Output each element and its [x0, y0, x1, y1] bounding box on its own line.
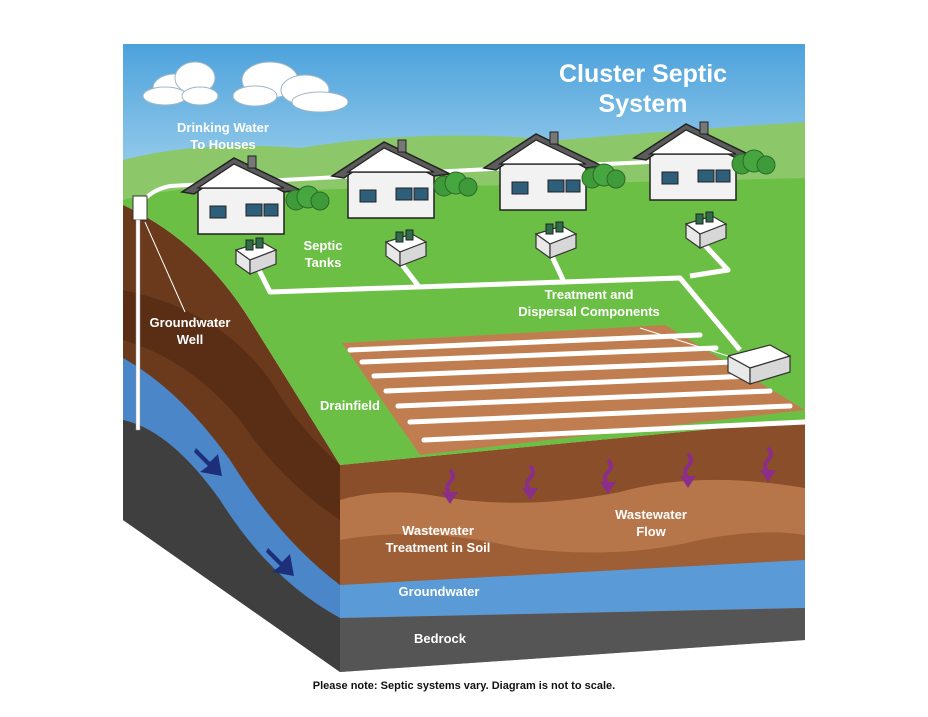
groundwater-label: Groundwater: [399, 584, 480, 599]
sewer-pipes: [252, 238, 742, 352]
footnote: Please note: Septic systems vary. Diagra…: [312, 680, 616, 692]
soil-side-band: [123, 290, 340, 520]
groundwater-well: [132, 195, 148, 431]
cloud-left: [142, 61, 219, 106]
groundwater-front-layer: [340, 560, 805, 618]
bedrock-side-layer: [123, 420, 340, 672]
treatment-unit: [726, 344, 792, 386]
treatment-callout-line: [639, 327, 729, 357]
soil-front-lower-band: [340, 532, 805, 590]
drainfield-label: Drainfield: [320, 398, 380, 413]
wastewater-flow-label-line-1: Wastewater: [615, 507, 687, 522]
groundwater-side-layer: [123, 358, 340, 618]
wastewater-treatment-label-line-2: Treatment in Soil: [386, 540, 491, 555]
well-callout-line: [144, 221, 186, 313]
groundwater-direction-arrows: [194, 448, 294, 576]
treatment-dispersal-label-line-2: Dispersal Components: [518, 304, 660, 319]
bedrock-front-layer: [340, 608, 805, 672]
treatment-dispersal-label-line-1: Treatment and: [545, 287, 634, 302]
septic-tanks-label-line-1: Septic: [303, 238, 342, 253]
bedrock-label: Bedrock: [414, 631, 467, 646]
septic-tanks-label-line-2: Tanks: [305, 255, 342, 270]
wastewater-treatment-label-line-1: Wastewater: [402, 523, 474, 538]
soil-front-dark-band: [340, 420, 805, 503]
drinking-water-label-line-2: To Houses: [190, 137, 256, 152]
drain-lines: [347, 332, 808, 443]
cloud-right: [232, 61, 349, 113]
drinking-water-label-line-1: Drinking Water: [177, 120, 269, 135]
title-line-2: System: [599, 90, 688, 118]
groundwater-well-label-line-1: Groundwater: [150, 315, 231, 330]
wastewater-flow-label-line-2: Flow: [636, 524, 666, 539]
title-line-1: Cluster Septic: [559, 60, 727, 88]
groundwater-well-label-line-2: Well: [177, 332, 204, 347]
